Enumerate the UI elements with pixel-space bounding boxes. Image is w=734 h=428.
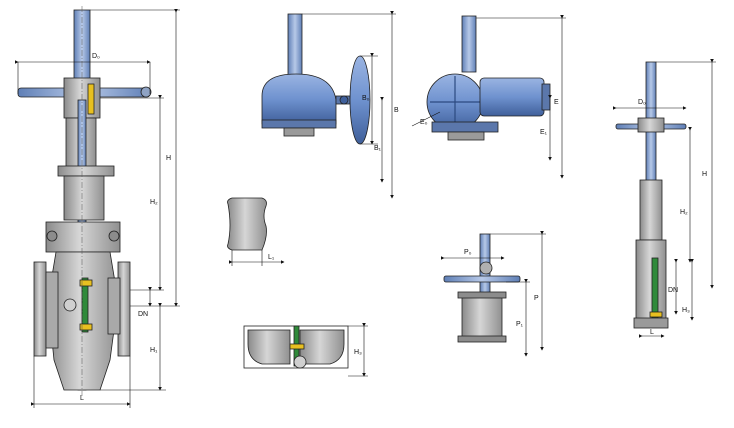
electric-actuator: [426, 15, 551, 141]
gear-b1-label: B₁: [374, 145, 382, 152]
main-h2-label: H₂: [150, 199, 158, 206]
pneu-p-label: P: [534, 295, 539, 302]
elec-e-label: E: [554, 99, 559, 106]
gear-dimensions: B B₀ B₁: [302, 11, 399, 199]
gear-operator: [261, 13, 371, 145]
elec-e1-label: E₁: [540, 129, 548, 136]
main-d0-label: D₀: [92, 53, 100, 60]
pneu-p1-label: P₁: [516, 321, 524, 328]
elec-e0-label: E₀: [420, 119, 428, 126]
main-gate-valve: [17, 6, 152, 396]
handwheel-knob: [140, 86, 152, 98]
gear-b0-label: B₀: [362, 95, 370, 102]
pneumatic-dimensions: P₀ P P₁: [441, 231, 546, 357]
left-end-flange: [33, 261, 47, 357]
seat-h3-label: H₃: [354, 349, 362, 356]
gear-b-label: B: [394, 107, 399, 114]
main-dimensions: D₀ H H₂ DN H₁ L: [15, 9, 180, 408]
flange-l1-label: L₁: [268, 254, 275, 261]
gear-stem: [287, 13, 303, 79]
main-h-label: H: [166, 155, 171, 162]
side-view-valve: [615, 61, 687, 329]
pneu-p0-label: P₀: [464, 249, 472, 256]
bonnet-flange: [45, 221, 121, 253]
bonnet: [63, 175, 105, 221]
side-h-label: H: [702, 171, 707, 178]
main-dn-label: DN: [138, 311, 148, 318]
pneu-cylinder: [461, 295, 503, 339]
flange-dimensions: L₁: [229, 250, 285, 266]
main-l-label: L: [80, 395, 84, 402]
seat-dimensions: H₃: [348, 323, 368, 377]
side-body: [635, 239, 667, 321]
gear-box: [261, 73, 337, 125]
side-l-label: L: [650, 329, 654, 336]
side-h2-label: H₂: [680, 209, 688, 216]
electric-dimensions: E E₁ E₀: [411, 15, 566, 179]
side-h3-label: H₃: [682, 307, 690, 314]
stem-nut: [87, 83, 95, 115]
main-h1-label: H₁: [150, 347, 158, 354]
side-yoke: [639, 179, 663, 241]
actuator-motor: [479, 77, 545, 117]
flange-end-view: [227, 197, 267, 251]
side-d0-label: D₀: [638, 99, 646, 106]
seat-section: [243, 325, 349, 369]
pneu-handwheel: [443, 275, 521, 283]
electric-stem: [461, 15, 477, 73]
side-dimensions: D₀ H H₂ DN H₃ L: [613, 59, 716, 338]
pneumatic-actuator: [443, 233, 521, 343]
gland-flange: [57, 165, 115, 177]
side-dn-label: DN: [668, 287, 678, 294]
